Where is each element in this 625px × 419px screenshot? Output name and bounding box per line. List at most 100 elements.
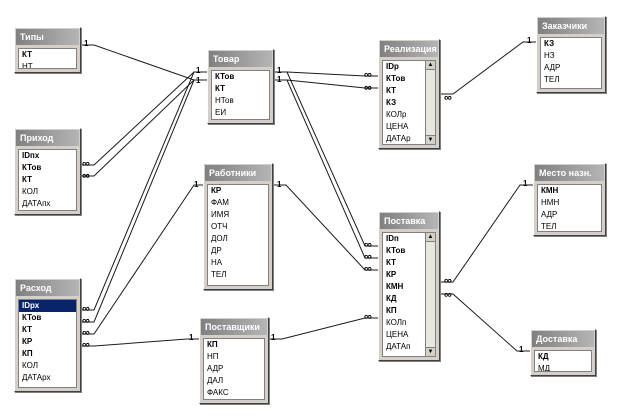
field-mesto-0[interactable]: КМН xyxy=(541,186,559,195)
field-tipy-0[interactable]: КТ xyxy=(22,50,32,59)
field-rabotniki-4[interactable]: ДОЛ xyxy=(211,234,228,243)
field-dostavka-1[interactable]: МД xyxy=(538,364,551,372)
table-title[interactable]: Реализация xyxy=(380,41,438,57)
field-rashod-3[interactable]: КР xyxy=(22,337,33,346)
field-postavka-5[interactable]: КД xyxy=(386,294,397,303)
field-zakazchiki-2[interactable]: АДР xyxy=(544,63,561,72)
field-mesto-2[interactable]: АДР xyxy=(541,210,558,219)
field-realizaciya-6[interactable]: ДАТАр xyxy=(386,134,411,143)
field-rashod-1[interactable]: КТов xyxy=(22,313,42,322)
field-rabotniki-1[interactable]: ФАМ xyxy=(211,198,229,207)
field-rashod-5[interactable]: КОЛ xyxy=(22,361,38,370)
field-dostavka-0[interactable]: КД xyxy=(538,352,549,361)
relationship-line[interactable] xyxy=(81,79,207,323)
field-rashod-0[interactable]: IDрх xyxy=(19,300,76,312)
field-rabotniki-7[interactable]: ТЕЛ xyxy=(211,270,227,279)
table-title[interactable]: Поставка xyxy=(380,213,438,229)
field-mesto-3[interactable]: ТЕЛ xyxy=(541,222,557,231)
field-rabotniki-2[interactable]: ИМЯ xyxy=(211,210,230,219)
field-zakazchiki-1[interactable]: НЗ xyxy=(544,51,555,60)
relationship-line[interactable] xyxy=(274,79,378,259)
field-rabotniki-0[interactable]: КР xyxy=(211,186,222,195)
table-title[interactable]: Место назн. xyxy=(535,165,604,181)
field-tovar-1[interactable]: КТ xyxy=(215,84,225,93)
table-title[interactable]: Товар xyxy=(209,51,272,67)
table-title[interactable]: Доставка xyxy=(532,331,594,347)
scroll-down-icon[interactable]: ▼ xyxy=(426,347,435,356)
field-postavschiki-3[interactable]: ДАЛ xyxy=(207,376,224,385)
field-prihod-4[interactable]: ДАТАпх xyxy=(22,199,51,208)
field-tipy-1[interactable]: НТ xyxy=(22,62,33,69)
table-title[interactable]: Типы xyxy=(16,29,79,45)
field-rashod-2[interactable]: КТ xyxy=(22,325,32,334)
field-postavka-0[interactable]: IDп xyxy=(386,234,399,243)
field-postavka-9[interactable]: ДАТАп xyxy=(386,342,411,351)
field-prihod-1[interactable]: КТов xyxy=(22,163,42,172)
relationship-line[interactable] xyxy=(81,71,207,311)
field-postavschiki-4[interactable]: ФАКС xyxy=(207,388,229,397)
field-postavschiki-2[interactable]: АДР xyxy=(207,364,224,373)
field-rabotniki-3[interactable]: ОТЧ xyxy=(211,222,228,231)
field-rabotniki-5[interactable]: ДР xyxy=(211,246,222,255)
table-title[interactable]: Приход xyxy=(16,130,79,146)
table-mesto[interactable]: Место назн. КМН НМН АДР ТЕЛ xyxy=(533,163,606,236)
field-postavschiki-1[interactable]: НП xyxy=(207,352,219,361)
field-postavka-6[interactable]: КП xyxy=(386,306,397,315)
field-realizaciya-3[interactable]: КЗ xyxy=(386,98,397,107)
field-tovar-2[interactable]: НТов xyxy=(215,96,234,105)
relationship-line[interactable] xyxy=(440,41,536,95)
field-zakazchiki-0[interactable]: КЗ xyxy=(544,39,555,48)
relationship-line[interactable] xyxy=(274,71,378,247)
table-title[interactable]: Поставщики xyxy=(201,319,267,335)
relationship-line[interactable] xyxy=(273,184,378,271)
field-postavka-4[interactable]: КМН xyxy=(386,282,404,291)
field-rabotniki-6[interactable]: НА xyxy=(211,258,223,267)
scroll-up-icon[interactable]: ▲ xyxy=(426,233,435,242)
field-realizaciya-4[interactable]: КОЛр xyxy=(386,110,407,119)
field-prihod-3[interactable]: КОЛ xyxy=(22,187,38,196)
table-title[interactable]: Расход xyxy=(16,280,79,296)
field-postavschiki-0[interactable]: КП xyxy=(207,340,218,349)
field-postavka-3[interactable]: КР xyxy=(386,270,397,279)
relationship-line[interactable] xyxy=(440,184,533,283)
relationship-line[interactable] xyxy=(81,44,207,81)
field-rashod-4[interactable]: КП xyxy=(22,349,33,358)
field-tovar-3[interactable]: ЕИ xyxy=(215,108,227,117)
scrollbar[interactable]: ▲▼ xyxy=(426,60,436,145)
field-postavka-7[interactable]: КОЛп xyxy=(386,318,407,327)
field-tovar-0[interactable]: КТов xyxy=(215,72,235,81)
relationship-line[interactable] xyxy=(440,293,530,352)
field-postavka-2[interactable]: КТ xyxy=(386,258,396,267)
field-realizaciya-2[interactable]: КТ xyxy=(386,86,396,95)
field-postavka-8[interactable]: ЦЕНА xyxy=(386,330,409,339)
relationship-line[interactable] xyxy=(81,184,203,335)
field-prihod-2[interactable]: КТ xyxy=(22,175,32,184)
field-postavka-1[interactable]: КТов xyxy=(386,246,406,255)
scroll-down-icon[interactable]: ▼ xyxy=(426,135,435,144)
relationship-line[interactable] xyxy=(274,71,378,77)
field-prihod-0[interactable]: IDпх xyxy=(22,151,40,160)
relationship-line[interactable] xyxy=(81,338,199,347)
field-rashod-6[interactable]: ДАТАрх xyxy=(22,373,51,382)
scroll-up-icon[interactable]: ▲ xyxy=(426,61,435,70)
field-zakazchiki-3[interactable]: ТЕЛ xyxy=(544,75,560,84)
field-realizaciya-0[interactable]: IDр xyxy=(386,62,399,71)
field-realizaciya-5[interactable]: ЦЕНА xyxy=(386,122,409,131)
table-title[interactable]: Заказчики xyxy=(538,18,604,34)
field-realizaciya-1[interactable]: КТов xyxy=(386,74,406,83)
scrollbar[interactable]: ▲▼ xyxy=(426,232,436,357)
relationship-line[interactable] xyxy=(269,317,378,340)
field-mesto-1[interactable]: НМН xyxy=(541,198,560,207)
table-title[interactable]: Работники xyxy=(205,165,271,181)
